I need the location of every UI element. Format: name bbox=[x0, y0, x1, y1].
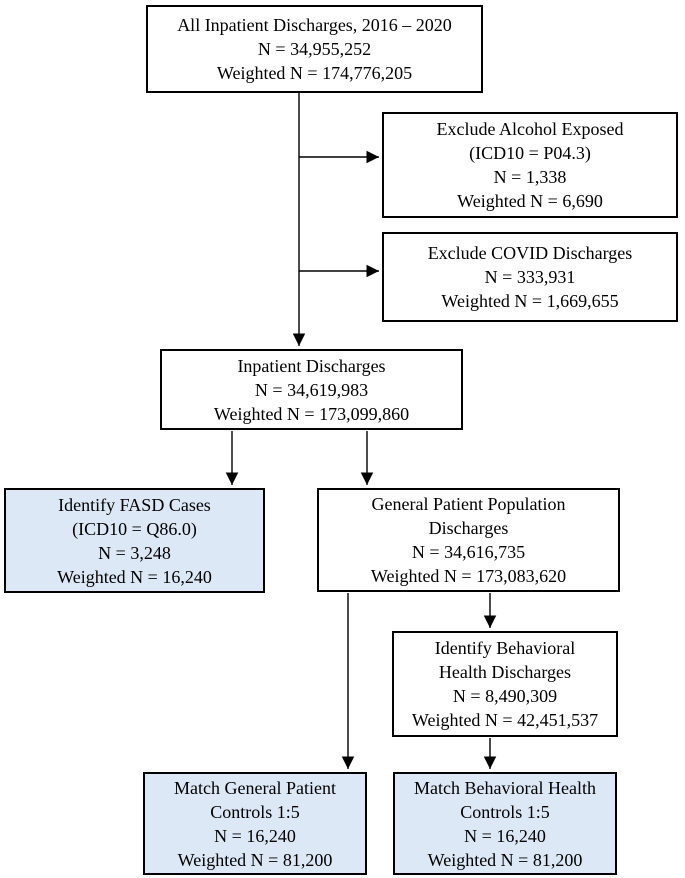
node-line: Controls 1:5 bbox=[460, 801, 550, 822]
node-exclude-alcohol-exposed: Exclude Alcohol Exposed (ICD10 = P04.3) … bbox=[382, 112, 678, 218]
node-line: (ICD10 = P04.3) bbox=[469, 143, 591, 163]
node-line: Weighted N = 174,776,205 bbox=[216, 63, 413, 83]
node-line: All Inpatient Discharges, 2016 – 2020 bbox=[177, 15, 452, 35]
node-line: N = 333,931 bbox=[484, 267, 576, 287]
node-line: Weighted N = 173,099,860 bbox=[213, 403, 410, 424]
node-line: Identify Behavioral bbox=[434, 638, 576, 658]
node-line: Weighted N = 1,669,655 bbox=[441, 291, 619, 311]
node-line: Match Behavioral Health bbox=[414, 777, 596, 798]
node-line: N = 34,619,983 bbox=[254, 379, 369, 400]
node-line: Identify FASD Cases bbox=[58, 494, 211, 515]
node-line: Inpatient Discharges bbox=[237, 355, 386, 376]
node-identify-behavioral-health: Identify Behavioral Health Discharges N … bbox=[392, 631, 618, 737]
node-line: N = 8,490,309 bbox=[452, 686, 558, 706]
node-line: Weighted N = 173,083,620 bbox=[370, 566, 567, 586]
node-line: N = 1,338 bbox=[493, 167, 567, 187]
node-match-behavioral-health-controls: Match Behavioral Health Controls 1:5 N =… bbox=[393, 772, 617, 875]
node-line: Controls 1:5 bbox=[210, 801, 300, 822]
node-line: Weighted N = 42,451,537 bbox=[411, 710, 599, 730]
node-match-general-patient-controls: Match General Patient Controls 1:5 N = 1… bbox=[143, 772, 367, 875]
node-line: Match General Patient bbox=[174, 777, 336, 798]
node-line: Discharges bbox=[428, 518, 509, 538]
node-line: Exclude COVID Discharges bbox=[427, 243, 633, 263]
node-line: Health Discharges bbox=[438, 662, 572, 682]
node-inpatient-discharges: Inpatient Discharges N = 34,619,983 Weig… bbox=[160, 349, 463, 430]
node-line: General Patient Population bbox=[371, 494, 566, 514]
node-line: N = 16,240 bbox=[464, 825, 546, 846]
node-line: (ICD10 = Q86.0) bbox=[72, 518, 197, 539]
node-identify-fasd-cases: Identify FASD Cases (ICD10 = Q86.0) N = … bbox=[4, 488, 265, 593]
node-line: Exclude Alcohol Exposed bbox=[436, 119, 624, 139]
node-line: Weighted N = 81,200 bbox=[427, 849, 583, 870]
node-line: N = 3,248 bbox=[98, 542, 171, 563]
node-line: N = 16,240 bbox=[214, 825, 296, 846]
node-exclude-covid-discharges: Exclude COVID Discharges N = 333,931 Wei… bbox=[382, 232, 678, 322]
node-general-patient-population: General Patient Population Discharges N … bbox=[317, 488, 620, 592]
node-line: N = 34,955,252 bbox=[257, 39, 372, 59]
node-all-inpatient-discharges: All Inpatient Discharges, 2016 – 2020 N … bbox=[146, 5, 483, 93]
node-line: N = 34,616,735 bbox=[411, 542, 526, 562]
node-line: Weighted N = 16,240 bbox=[57, 566, 212, 587]
node-line: Weighted N = 81,200 bbox=[177, 849, 333, 870]
node-line: Weighted N = 6,690 bbox=[457, 191, 603, 211]
